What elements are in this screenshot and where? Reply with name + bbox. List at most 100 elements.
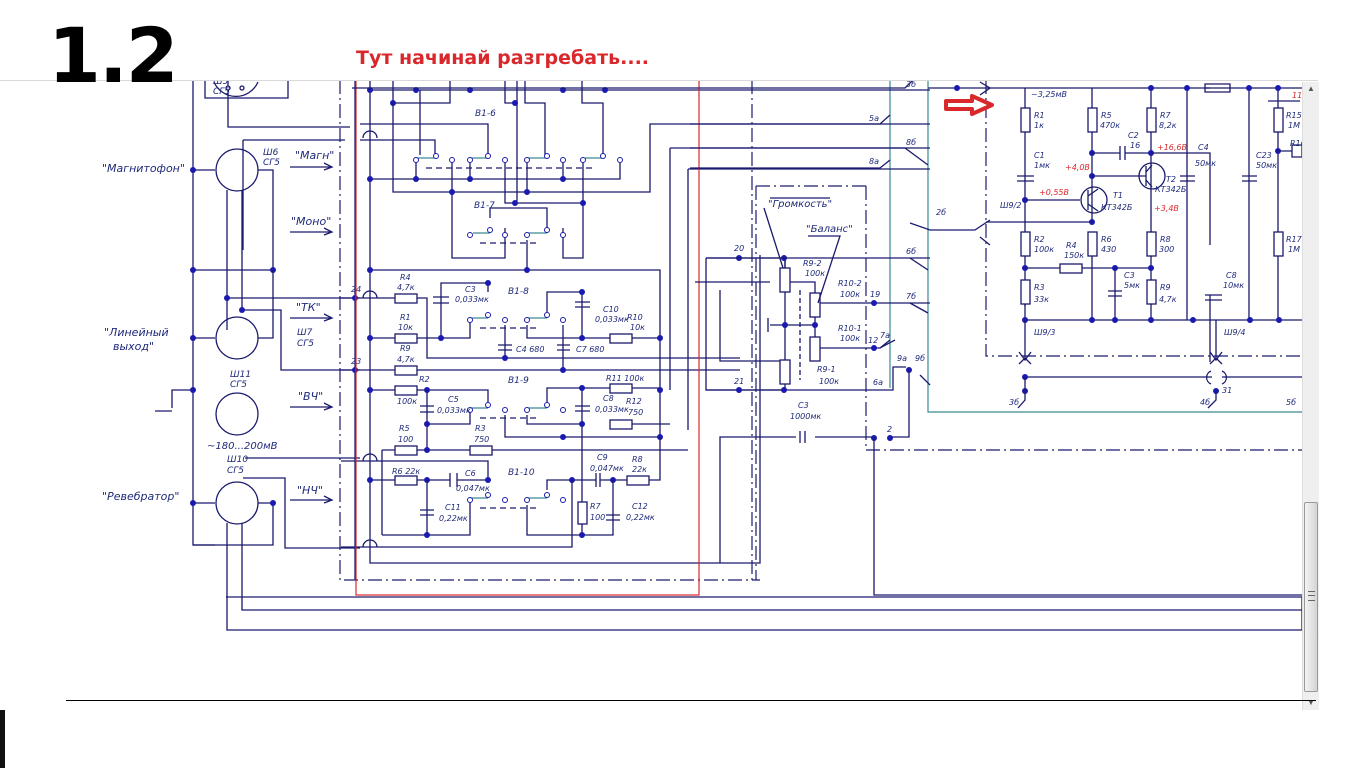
connector-type: СГ5 (230, 380, 247, 390)
component-label: 8а (869, 157, 879, 166)
component-label: 4,7к (1159, 295, 1177, 304)
component-label: 300 (1159, 245, 1174, 254)
component-label: 100 (398, 435, 413, 444)
component-label: 100к (1034, 245, 1054, 254)
component-label: R5 (399, 424, 410, 433)
switch-label: В1-10 (508, 468, 535, 478)
component-label: 100к (805, 269, 825, 278)
tone-control-section (341, 130, 740, 548)
component-label: 7а (880, 331, 890, 340)
component-label: 9б (915, 354, 925, 363)
component-label: 1000мк (790, 412, 821, 421)
component-label: 7б (906, 292, 916, 301)
component-label: 31 (1222, 386, 1232, 395)
component-label: C3 (798, 401, 809, 410)
component-label: 100к (397, 397, 417, 406)
component-label: C3 (1124, 271, 1135, 280)
pin-stubs (352, 81, 991, 349)
component-label: C5 (448, 395, 459, 404)
component-label: 0,22мк (626, 513, 655, 522)
component-label: 5а (869, 114, 879, 123)
switch-label: В1-9 (508, 376, 529, 386)
switch-label: В1-6 (475, 109, 496, 119)
scroll-down-button[interactable]: ▼ (1307, 698, 1315, 707)
connector-label: Ш7 (297, 328, 313, 338)
signal-label: "ВЧ" (298, 390, 323, 403)
annotation-text: Тут начинай разгребать.... (356, 47, 650, 69)
component-label: 4б (1200, 398, 1210, 407)
component-label: 8б (906, 138, 916, 147)
volume-balance-section (695, 197, 1302, 596)
connector-type: СГ5 (213, 87, 230, 97)
connector-label: Ш10 (227, 455, 248, 465)
component-label: +3,4В (1154, 204, 1179, 213)
component-label: R2 (1034, 235, 1045, 244)
component-label: 1мк (1034, 161, 1050, 170)
component-label: R9 (1160, 283, 1171, 292)
connector-label: Ш11 (230, 370, 251, 380)
component-label: 0,047мк (456, 484, 490, 493)
component-label: 19 (870, 290, 880, 299)
scroll-thumb[interactable] (1304, 502, 1318, 692)
component-label: 470к (1100, 121, 1120, 130)
component-label: C11 (445, 503, 461, 512)
component-label: 4,7к (397, 283, 415, 292)
component-label: T2 (1166, 175, 1176, 184)
scroll-up-button[interactable]: ▲ (1307, 84, 1315, 93)
component-label: 0,033мк (595, 315, 629, 324)
component-label: 10к (398, 323, 413, 332)
component-label: C9 (597, 453, 608, 462)
component-label: 1М (1288, 245, 1300, 254)
vertical-scrollbar[interactable]: ▲ ▼ (1302, 82, 1319, 710)
component-label: R9 (400, 344, 411, 353)
component-label: C3 (465, 285, 476, 294)
component-label: C4 (1198, 143, 1209, 152)
component-label: R1 (400, 313, 411, 322)
component-label: 150к (1064, 251, 1084, 260)
component-label: 1М (1288, 121, 1300, 130)
component-label: КТ342Б (1101, 203, 1133, 212)
component-label: R15 (1286, 111, 1302, 120)
component-label: 430 (1101, 245, 1116, 254)
component-label: 100к (840, 334, 860, 343)
signal-label: "ТК" (296, 301, 321, 314)
window-edge (0, 710, 5, 768)
switch-label: В1-7 (474, 201, 495, 211)
connector-label: Ш6 (263, 148, 279, 158)
component-label: ~3,25мВ (1031, 90, 1067, 99)
connector-type: СГ5 (227, 466, 244, 476)
component-label: +0,55В (1039, 188, 1069, 197)
component-label: R10 (627, 313, 643, 322)
preamp-section (928, 81, 1302, 409)
component-label: C7 680 (576, 345, 605, 354)
component-label: C6 (465, 469, 476, 478)
component-label: R4 (1066, 241, 1077, 250)
component-label: 50мк (1195, 159, 1216, 168)
component-label: 24 (351, 285, 361, 294)
component-label: R10-2 (838, 279, 862, 288)
signal-label: "НЧ" (297, 484, 323, 497)
component-label: R17 (1286, 235, 1303, 244)
label-line-out-2: выход" (113, 340, 154, 353)
component-label: 8,2к (1159, 121, 1177, 130)
signal-label: "Моно" (291, 215, 331, 228)
component-label: C8 (1226, 271, 1237, 280)
component-label: 20 (734, 244, 744, 253)
component-label: R8 (1160, 235, 1171, 244)
component-label: 22к (632, 465, 647, 474)
component-label: Ш9/2 (1000, 201, 1021, 210)
component-label: 0,033мк (437, 406, 471, 415)
component-label: "Баланс" (806, 224, 853, 235)
component-label: R4 (400, 273, 411, 282)
component-label: R6 22к (392, 467, 420, 476)
page-divider (66, 700, 1316, 701)
label-reverb: "Ревебратор" (102, 490, 179, 503)
component-label: 6а (873, 378, 883, 387)
voltage-note: ~180...200мВ (207, 441, 278, 452)
component-label: 1к (1034, 121, 1044, 130)
component-label: 2б (936, 208, 946, 217)
red-arrow-icon (944, 94, 994, 116)
component-label: R9-1 (817, 365, 836, 374)
signal-label: "Магн" (295, 149, 334, 162)
component-label: 10мк (1223, 281, 1244, 290)
